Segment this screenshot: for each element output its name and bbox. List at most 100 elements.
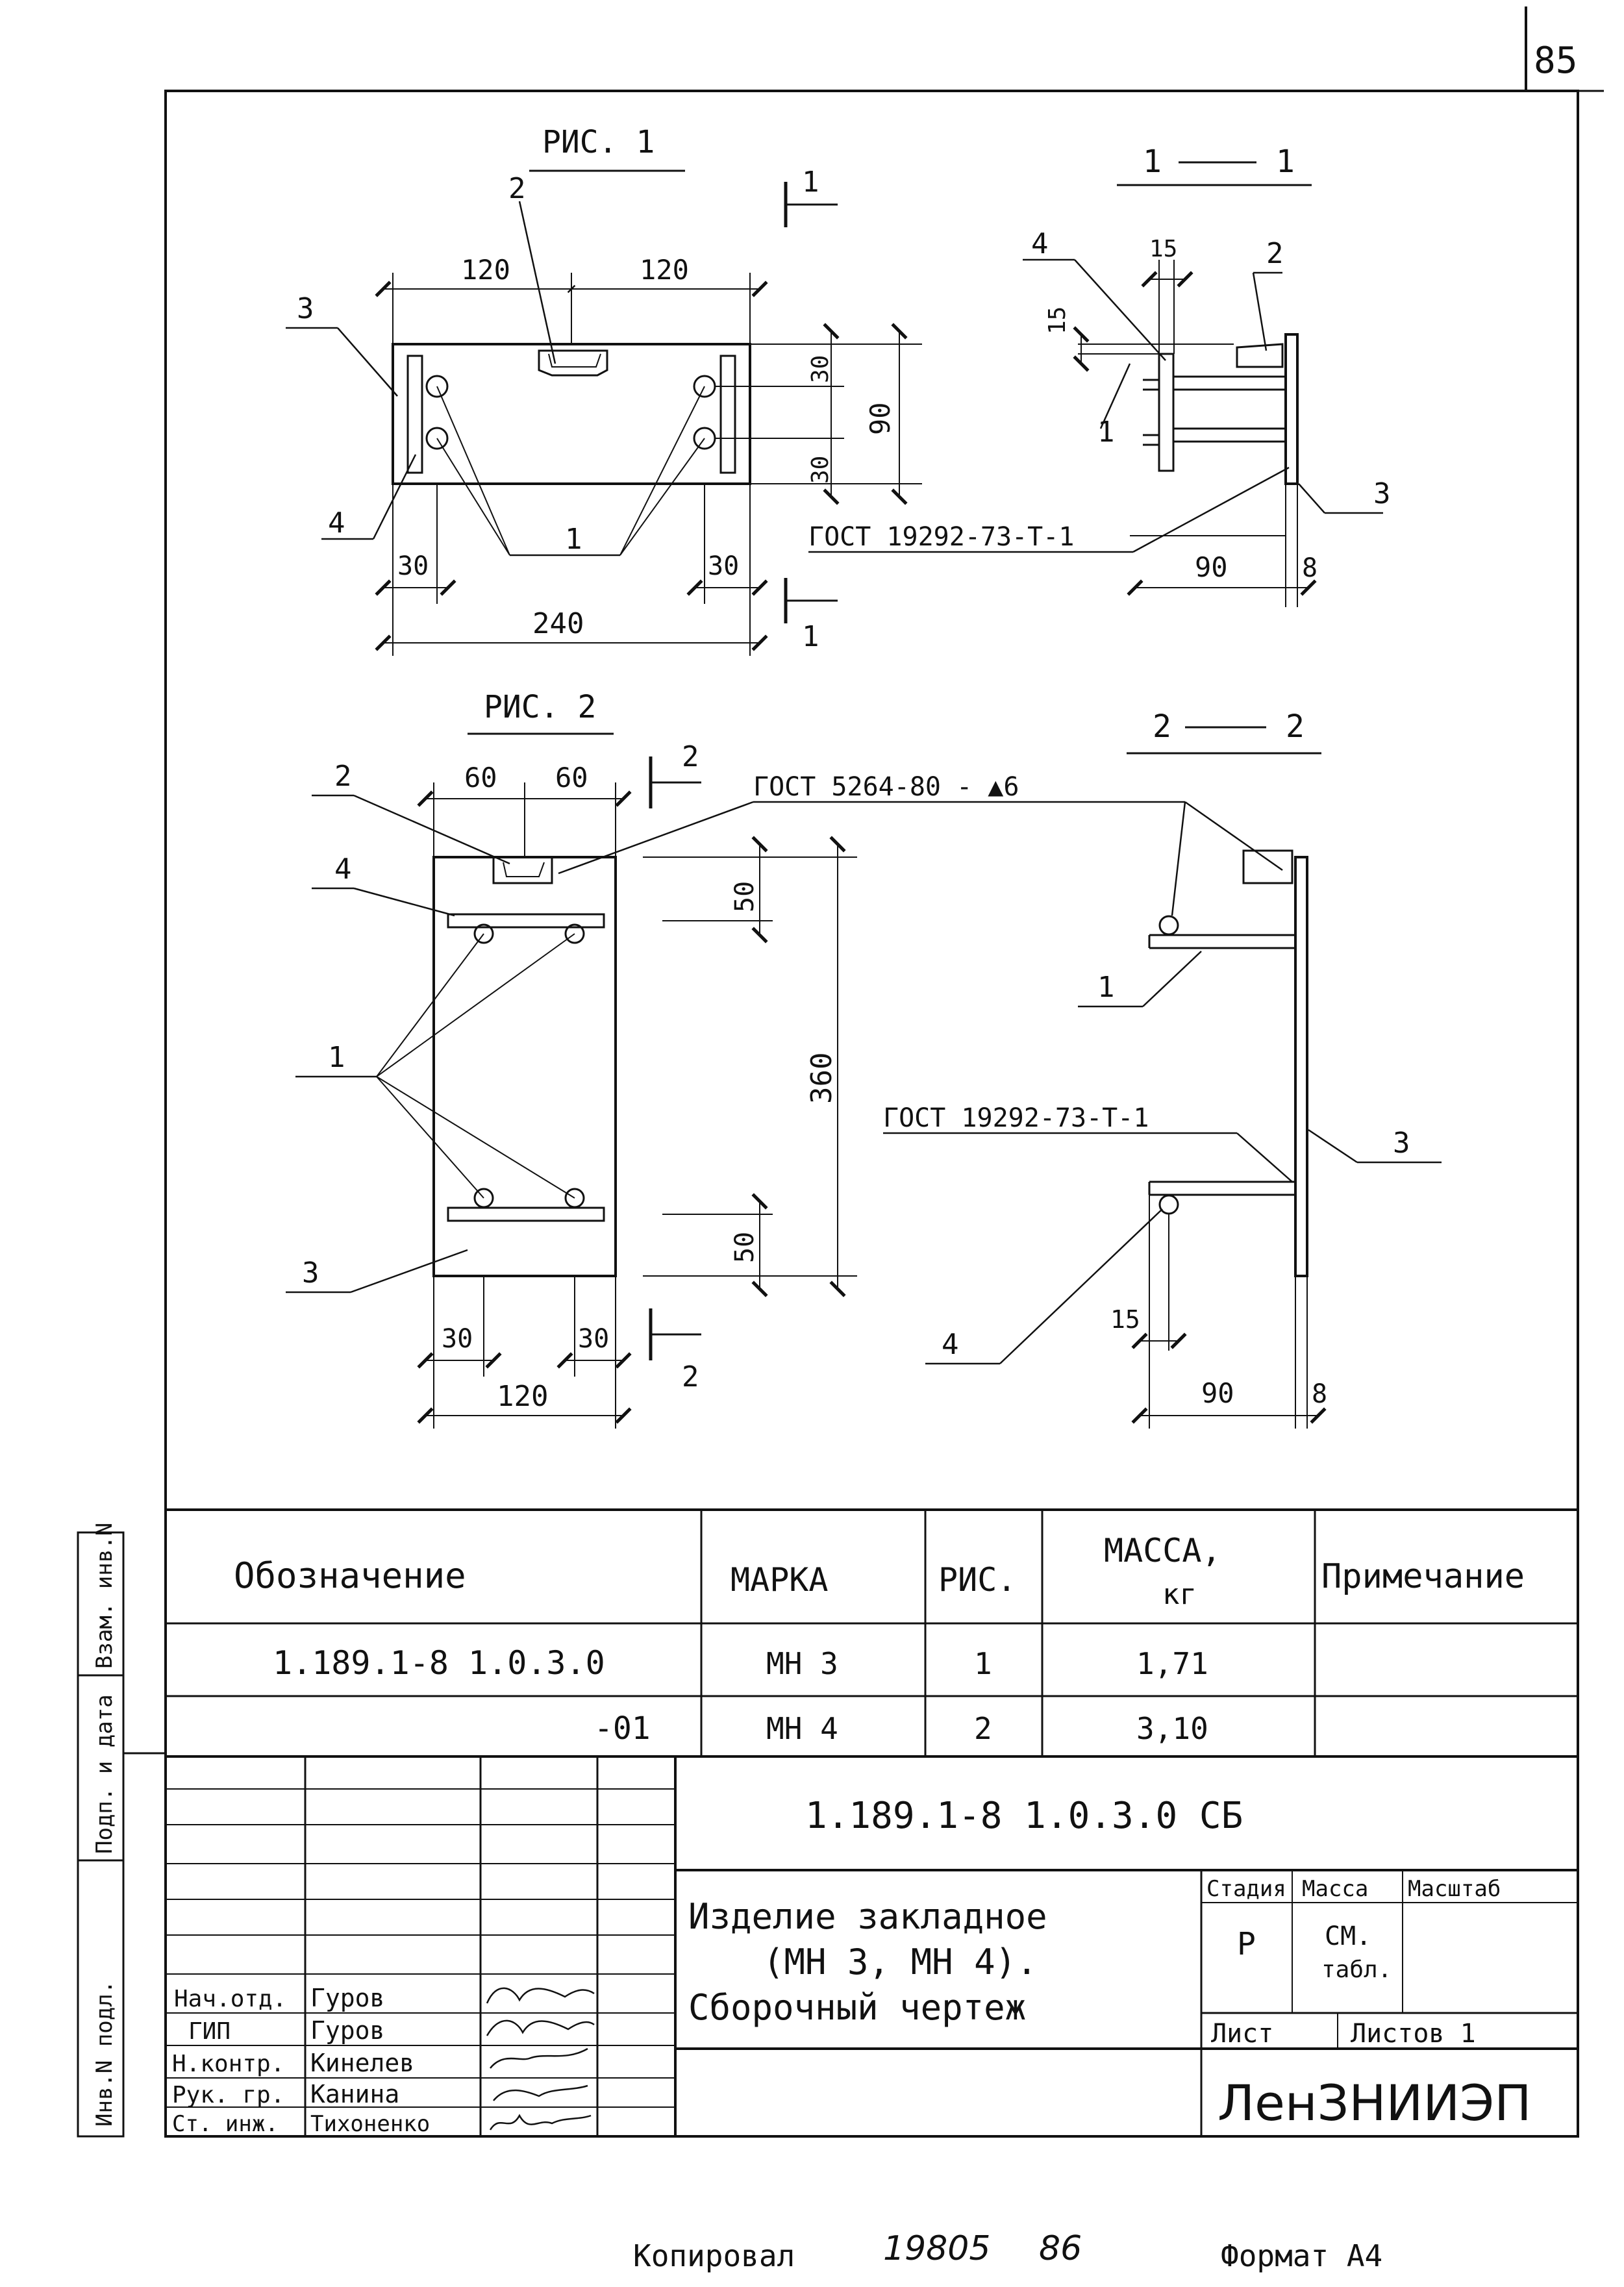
staff-row-3: Н.контр. Кинелев [172, 2049, 414, 2077]
staff-role-2: ГИП [188, 2018, 231, 2045]
fig1-callout-3: 3 [297, 292, 314, 325]
doc-title-line-1: Изделие закладное [688, 1896, 1047, 1937]
fig1-dim-30a: 30 [807, 355, 834, 383]
spec-row2-mass: 3,10 [1136, 1711, 1208, 1746]
staff-name-5: Тихоненко [310, 2111, 430, 2137]
org-name: ЛенЗНИИЭП [1218, 2074, 1531, 2132]
section2-label-left: 2 [1153, 708, 1171, 745]
spec-row1-fig: 1 [974, 1646, 992, 1681]
fig1-title: РИС. 1 [542, 124, 655, 160]
section2-weld-note: ГОСТ 19292-73-Т-1 [883, 1103, 1149, 1133]
spec-header-fig: РИС. [938, 1561, 1016, 1599]
section2-callout-3: 3 [1393, 1127, 1410, 1160]
section1-dim-15a: 15 [1149, 236, 1177, 262]
section1-label-left: 1 [1143, 144, 1162, 180]
staff-name-4: Канина [310, 2080, 399, 2108]
footer-copy-number: 19805 [883, 2229, 990, 2268]
mass-value-1: СМ. [1325, 1921, 1371, 1951]
fig1-dim-30r: 30 [708, 551, 739, 581]
footer-copy-year: 86 [1039, 2229, 1082, 2268]
section1-callout-3: 3 [1373, 477, 1391, 510]
stage-value: Р [1237, 1926, 1256, 1962]
section1-callout-4: 4 [1031, 227, 1049, 260]
signatures [486, 1987, 595, 2131]
figure-2: РИС. 2 2 4 1 3 60 [286, 689, 1185, 1429]
side-stamp-inv-podl: Инв.N подл. [92, 1981, 118, 2127]
fig1-callout-2: 2 [508, 172, 526, 205]
figure-1: РИС. 1 2 3 4 1 120 [286, 124, 922, 656]
section-2-2: 2 2 1 3 4 ГОСТ 19292-73-Т-1 [883, 708, 1442, 1429]
spec-row2-designation: -01 [594, 1710, 651, 1747]
staff-role-5: Ст. инж. [172, 2111, 279, 2137]
mass-label: Масса [1302, 1876, 1368, 1902]
mass-value-2: табл. [1321, 1956, 1392, 1983]
page-number: 85 [1534, 40, 1577, 82]
doc-title-line-3: Сборочный чертеж [688, 1987, 1026, 2028]
section1-weld-note: ГОСТ 19292-73-Т-1 [808, 522, 1074, 552]
fig2-dim-30l: 30 [442, 1324, 473, 1354]
section1-callout-2: 2 [1266, 237, 1284, 270]
fig1-dim-120a: 120 [461, 254, 510, 286]
fig1-dim-120b: 120 [640, 254, 689, 286]
fig1-section-bottom: 1 [802, 620, 819, 653]
spec-header-designation: Обозначение [234, 1555, 466, 1596]
staff-role-3: Н.контр. [172, 2051, 284, 2077]
fig2-dim-360: 360 [805, 1053, 838, 1104]
side-stamp: Инв.N подл. Подп. и дата Взам. инв.N [77, 1523, 166, 2138]
staff-row-2: ГИП Гуров [188, 2016, 384, 2045]
spec-row1-designation: 1.189.1-8 1.0.3.0 [273, 1644, 605, 1682]
staff-name-1: Гуров [310, 1984, 384, 2012]
fig1-dim-240: 240 [532, 607, 584, 640]
section1-dim-90: 90 [1195, 551, 1228, 583]
staff-name-3: Кинелев [310, 2049, 414, 2077]
fig2-title: РИС. 2 [484, 689, 596, 725]
title-block: Нач.отд. Гуров ГИП Гуров Н.контр. Кинеле… [166, 1756, 1578, 2137]
section1-label-right: 1 [1276, 144, 1295, 180]
spec-row2-mark: МН 4 [766, 1711, 838, 1746]
fig1-callout-4: 4 [328, 506, 345, 540]
spec-row1-mark: МН 3 [766, 1646, 838, 1681]
staff-row-1: Нач.отд. Гуров [174, 1984, 384, 2012]
fig1-dim-30b: 30 [807, 456, 834, 484]
footer: Копировал 19805 86 Формат А4 [633, 2229, 1382, 2273]
stage-label: Стадия [1206, 1876, 1286, 1902]
fig2-section-top: 2 [682, 740, 699, 773]
section2-dim-8: 8 [1312, 1379, 1327, 1409]
footer-format: Формат А4 [1221, 2238, 1382, 2273]
spec-header-mark: МАРКА [731, 1561, 829, 1599]
spec-row1-mass: 1,71 [1136, 1646, 1208, 1681]
section-1-1: 1 1 4 2 1 3 15 [808, 144, 1391, 607]
side-stamp-vzam-inv: Взам. инв.N [92, 1523, 118, 1669]
fig2-dim-30r: 30 [578, 1324, 609, 1354]
fig2-callout-2: 2 [334, 760, 352, 793]
fig1-section-top: 1 [802, 166, 819, 199]
fig2-callout-1: 1 [328, 1041, 345, 1074]
sheet-label: Лист [1211, 2019, 1273, 2049]
staff-name-2: Гуров [310, 2016, 384, 2045]
staff-role-4: Рук. гр. [172, 2082, 284, 2108]
spec-header-note: Примечание [1321, 1557, 1525, 1596]
fig2-section-bottom: 2 [682, 1360, 699, 1393]
doc-title-line-2: (МН 3, МН 4). [763, 1942, 1038, 1982]
fig2-callout-3: 3 [302, 1256, 319, 1290]
spec-header-mass-2: кг [1162, 1578, 1197, 1611]
fig2-dim-50top: 50 [730, 881, 760, 912]
section1-callout-1: 1 [1097, 416, 1115, 449]
doc-code: 1.189.1-8 1.0.3.0 СБ [805, 1795, 1243, 1837]
section2-dim-90: 90 [1201, 1377, 1234, 1409]
sheets-label: Листов 1 [1351, 2019, 1476, 2049]
scale-label: Масштаб [1408, 1876, 1501, 1902]
spec-row2-fig: 2 [974, 1711, 992, 1746]
fig2-weld-note: ГОСТ 5264-80 - ▲6 [753, 772, 1019, 802]
footer-copied-label: Копировал [633, 2238, 795, 2273]
fig2-dim-60a: 60 [464, 762, 497, 794]
spec-header-mass-1: МАССА, [1104, 1532, 1221, 1569]
fig2-dim-60b: 60 [555, 762, 588, 794]
section2-callout-4: 4 [942, 1328, 959, 1361]
page-number-box: 85 [1525, 6, 1604, 92]
staff-row-5: Ст. инж. Тихоненко [172, 2111, 430, 2137]
fig2-dim-120: 120 [497, 1380, 548, 1413]
section1-dim-15b: 15 [1044, 306, 1071, 334]
side-stamp-podp-data: Подп. и дата [92, 1694, 118, 1854]
